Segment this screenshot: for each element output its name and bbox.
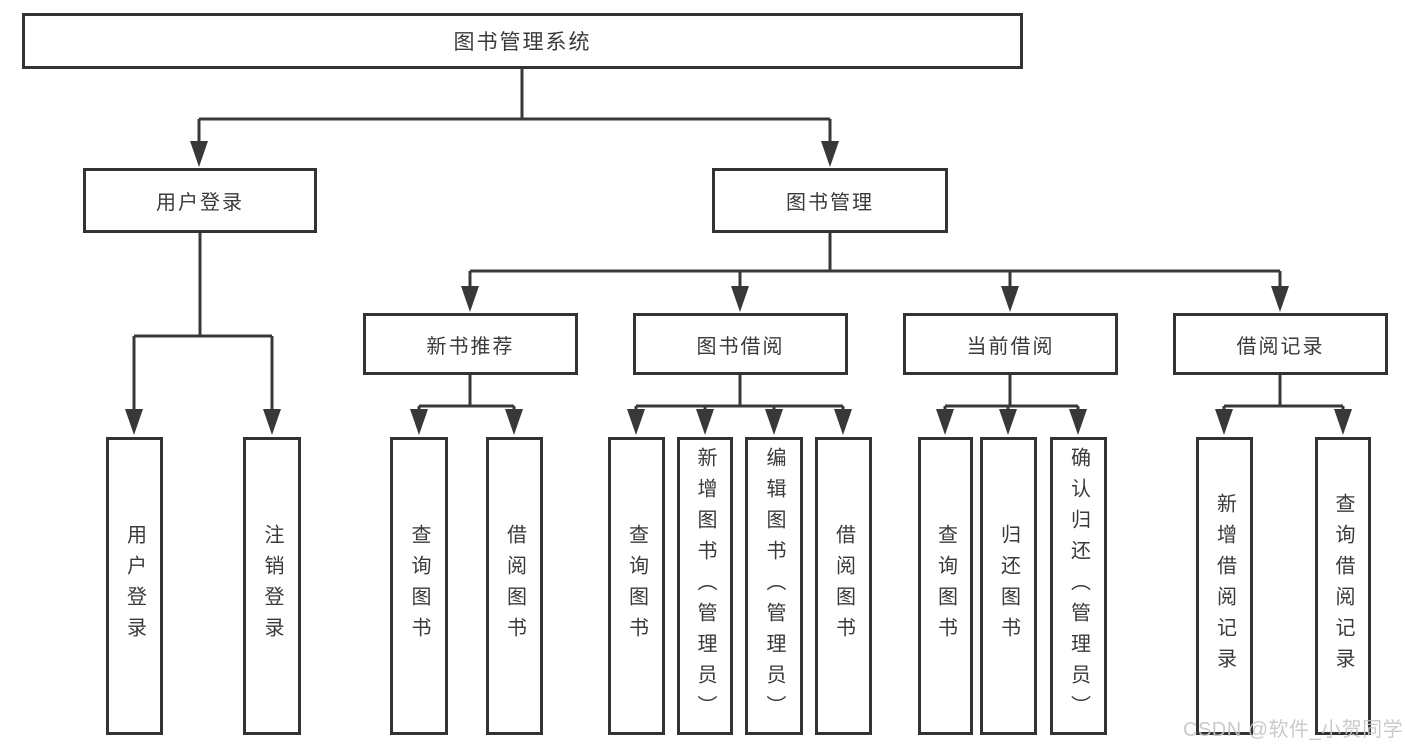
leaf-borrow-books-recommend: 借阅图书: [486, 437, 543, 735]
leaf-borrow-books: 借阅图书: [815, 437, 872, 735]
node-label: 图书管理: [786, 192, 874, 214]
leaf-logout: 注销登录: [243, 437, 301, 735]
node-book-management: 图书管理: [712, 168, 948, 233]
leaf-user-login: 用户登录: [106, 437, 163, 735]
node-label: 用户登录: [156, 192, 244, 214]
leaf-query-books-current: 查询图书: [918, 437, 973, 735]
leaf-edit-books-admin: 编辑图书（管理员）: [745, 437, 803, 735]
node-label: 归还图书: [997, 524, 1020, 648]
node-label: 借阅图书: [832, 524, 855, 648]
node-book-borrow: 图书借阅: [633, 313, 848, 375]
node-label: 借阅图书: [503, 524, 526, 648]
node-label: 编辑图书（管理员）: [763, 446, 785, 726]
node-label: 用户登录: [123, 524, 146, 648]
node-user-login: 用户登录: [83, 168, 317, 233]
node-label: 新增图书（管理员）: [694, 446, 716, 726]
csdn-watermark: CSDN @软件_小贺同学: [1183, 719, 1404, 741]
node-label: 查询图书: [625, 524, 648, 648]
node-new-book-recommend: 新书推荐: [363, 313, 578, 375]
leaf-query-borrow-record: 查询借阅记录: [1315, 437, 1371, 735]
node-label: 当前借阅: [966, 335, 1055, 358]
node-label: 图书借阅: [696, 335, 785, 358]
node-borrow-records: 借阅记录: [1173, 313, 1388, 375]
node-label: 查询图书: [934, 524, 957, 648]
leaf-query-books-borrow: 查询图书: [608, 437, 665, 735]
leaf-add-books-admin: 新增图书（管理员）: [677, 437, 733, 735]
leaf-query-books-recommend: 查询图书: [390, 437, 448, 735]
node-label: 新书推荐: [426, 335, 515, 358]
node-label: 查询借阅记录: [1332, 493, 1354, 679]
node-label: 借阅记录: [1236, 335, 1325, 358]
leaf-confirm-return-admin: 确认归还（管理员）: [1050, 437, 1107, 735]
leaf-add-borrow-record: 新增借阅记录: [1196, 437, 1253, 735]
node-library-management-system: 图书管理系统: [22, 13, 1023, 69]
leaf-return-books: 归还图书: [980, 437, 1037, 735]
node-label: 查询图书: [408, 524, 430, 648]
node-current-borrow: 当前借阅: [903, 313, 1118, 375]
node-label: 确认归还（管理员）: [1067, 446, 1090, 726]
node-label: 注销登录: [261, 524, 283, 648]
node-label: 图书管理系统: [453, 31, 592, 54]
node-label: 新增借阅记录: [1213, 493, 1236, 679]
